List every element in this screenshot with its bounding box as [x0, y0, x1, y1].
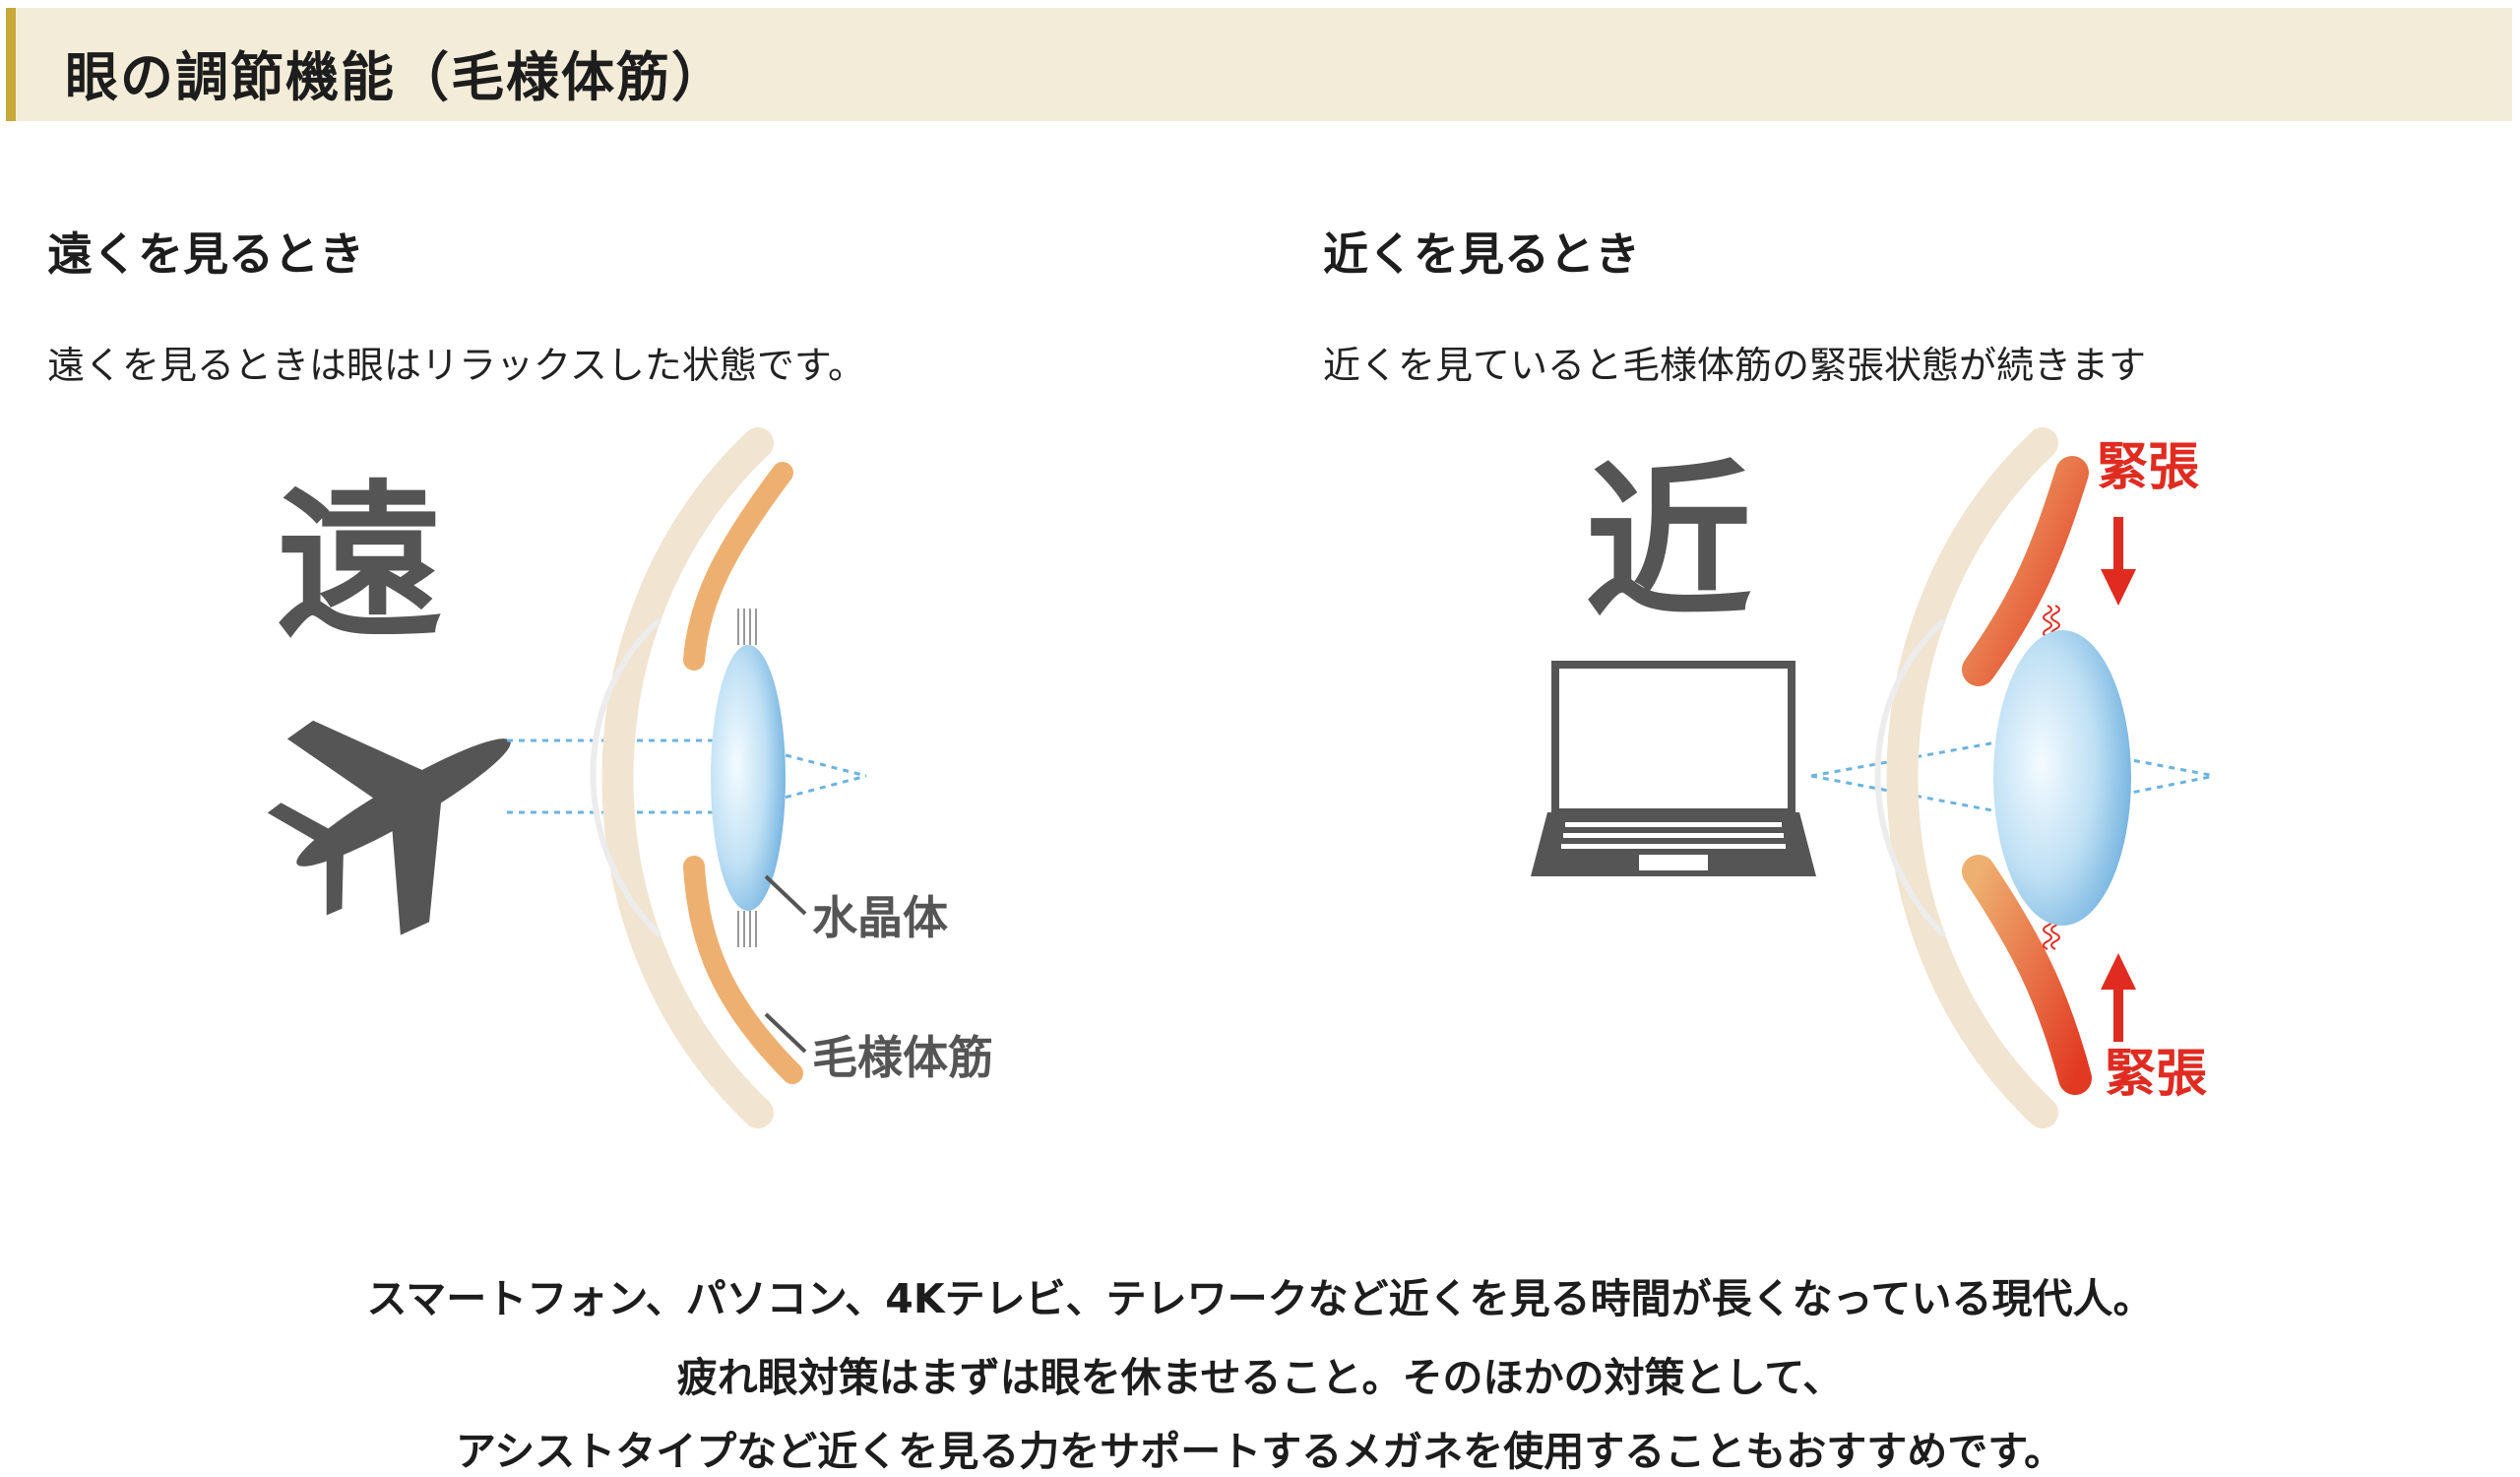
footer-line-2: 疲れ眼対策はまずは眼を休ませること。そのほかの対策として、	[676, 1354, 1844, 1401]
far-eye-diagram: 遠 水晶体 毛様体筋	[267, 427, 993, 1128]
arrow-up-icon	[2101, 953, 2136, 1042]
near-ciliary-muscle-top	[1962, 456, 2089, 686]
footer-line-1: スマートフォン、パソコン、4Kテレビ、テレワークなど近くを見る時間が長くなってい…	[366, 1275, 2154, 1322]
far-section-title: 遠くを見るとき	[47, 227, 364, 281]
near-big-character: 近	[1585, 446, 1752, 641]
tension-label-bottom: 緊張	[2105, 1045, 2207, 1104]
far-big-character: 遠	[276, 466, 443, 661]
near-section-description: 近くを見ていると毛様体筋の緊張状態が続きます	[1323, 344, 2147, 387]
airplane-icon	[267, 720, 511, 935]
far-ciliary-muscle-top	[683, 462, 793, 671]
ciliary-muscle-label: 毛様体筋	[812, 1031, 993, 1084]
near-lens	[1993, 630, 2131, 926]
far-lens	[711, 645, 786, 911]
page-title: 眼の調節機能（毛様体筋）	[65, 46, 726, 108]
lens-label: 水晶体	[812, 891, 948, 944]
far-section-description: 遠くを見るときは眼はリラックスした状態です。	[47, 344, 866, 387]
arrow-down-icon	[2101, 517, 2136, 606]
tension-label-top: 緊張	[2097, 438, 2199, 497]
footer-line-3: アシストタイプなど近くを見る力をサポートするメガネを使用することもおすすめです。	[455, 1428, 2065, 1475]
near-section-title: 近くを見るとき	[1323, 227, 1640, 281]
far-ciliary-muscle-bottom	[683, 856, 803, 1084]
near-eye-diagram: 近 緊張 緊張	[1531, 427, 2216, 1128]
laptop-icon	[1531, 661, 1816, 876]
near-ciliary-muscle-bottom	[1962, 855, 2092, 1095]
section-header: 眼の調節機能（毛様体筋）	[6, 8, 2512, 121]
